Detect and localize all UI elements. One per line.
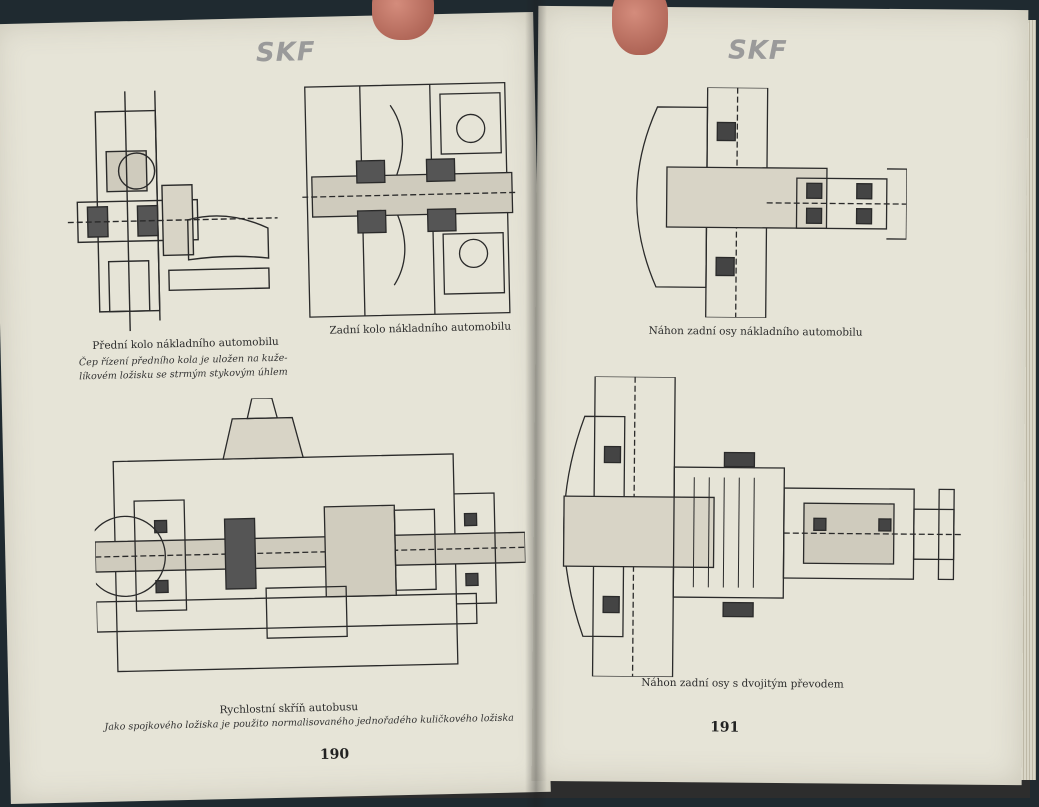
page-number-right: 191 bbox=[710, 719, 740, 736]
left-page: SKF bbox=[0, 11, 551, 805]
finger-right bbox=[612, 0, 668, 55]
rear-wheel-drawing bbox=[302, 81, 518, 318]
double-reduction-drive-drawing bbox=[562, 375, 964, 678]
right-page: SKF Náhon zadní osy nákladního automobil… bbox=[531, 5, 1029, 786]
gearbox-drawing bbox=[91, 397, 527, 673]
page-number-left: 190 bbox=[319, 746, 350, 764]
caption-front-wheel: Přední kolo nákladního automobilu bbox=[92, 335, 279, 353]
caption-front-wheel-note-1: Čep řízení předního kola je uložen na ku… bbox=[78, 352, 288, 369]
caption-rear-axle: Náhon zadní osy nákladního automobilu bbox=[648, 324, 863, 339]
skf-logo-right: SKF bbox=[727, 35, 788, 67]
finger-left bbox=[372, 0, 434, 40]
skf-logo-left: SKF bbox=[255, 36, 316, 69]
caption-rear-axle-double: Náhon zadní osy s dvojitým převodem bbox=[641, 676, 844, 691]
front-wheel-drawing bbox=[67, 90, 278, 332]
book-gutter bbox=[525, 0, 547, 807]
rear-axle-drive-drawing bbox=[636, 86, 908, 319]
caption-front-wheel-note-2: líkovém ložisku se strmým stykovým úhlem bbox=[79, 366, 288, 383]
